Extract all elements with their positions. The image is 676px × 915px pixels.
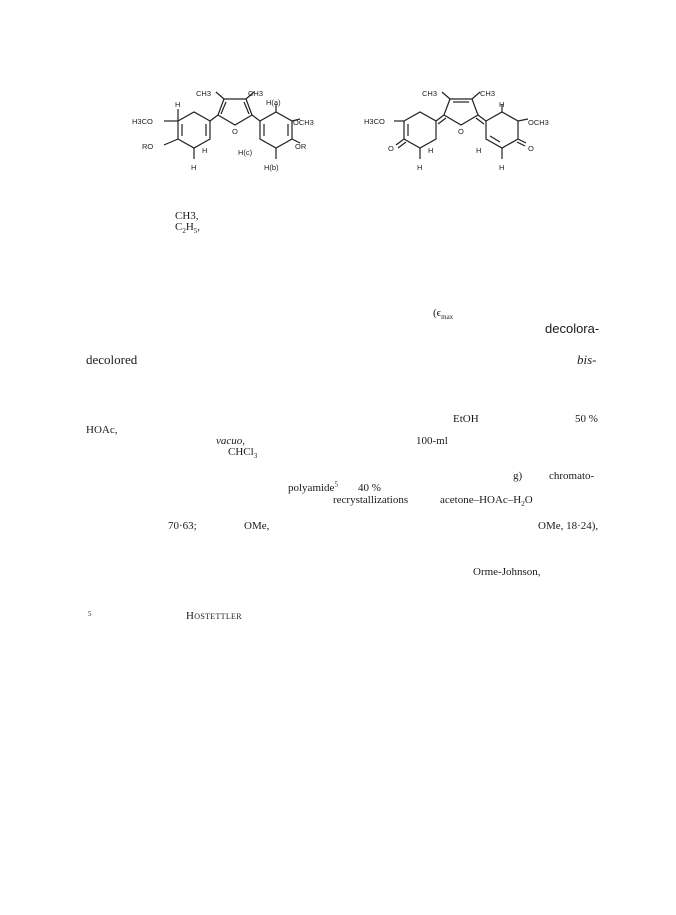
- hoac-fragment: HOAc,: [86, 424, 118, 436]
- furan-ring: [443, 98, 479, 126]
- vacuo-fragment: vacuo,: [216, 435, 246, 447]
- exocyclic-bond: [435, 114, 445, 122]
- carbonyl-bond: [395, 138, 405, 146]
- label-o: O: [528, 144, 534, 153]
- solvent-fragment: acetone–HOAc–H2O: [440, 494, 533, 509]
- carbonyl-bond: [397, 141, 407, 149]
- label-och3: OCH3: [528, 118, 549, 127]
- label-o: O: [232, 127, 238, 136]
- label-h: H: [499, 163, 504, 172]
- label-h-c: H(c): [238, 148, 253, 157]
- footnote-author: Hostettler: [186, 610, 242, 622]
- furan-ring: [217, 98, 253, 126]
- exocyclic-bond: [437, 117, 447, 125]
- label-h: H: [175, 100, 180, 109]
- methyl-bond: [245, 91, 255, 100]
- label-h: H: [417, 163, 422, 172]
- orme-johnson-fragment: Orme-Johnson,: [473, 566, 541, 578]
- fifty-percent-fragment: 50 %: [575, 413, 598, 425]
- ome-fragment: OMe,: [244, 520, 270, 532]
- label-h: H: [499, 100, 504, 109]
- decolora-fragment: decolora-: [545, 321, 600, 336]
- left-ring-ro-bond: [163, 138, 179, 146]
- right-quinone-ring: [485, 111, 519, 149]
- epsilon-max-fragment: (ϵmax: [433, 307, 454, 322]
- grams-fragment: g): [513, 470, 523, 482]
- right-benzene-ring: [259, 111, 293, 149]
- right-ring-och3-bond: [291, 118, 301, 122]
- polyamide-fragment: polyamide5: [288, 480, 338, 494]
- quinone-double-bond: [489, 135, 501, 143]
- exocyclic-bond: [477, 114, 487, 122]
- label-ch3: CH3: [480, 89, 495, 98]
- label-h: H: [428, 146, 433, 155]
- label-ch3: CH3: [422, 89, 437, 98]
- recrystallizations-fragment: recrystallizations: [333, 494, 409, 506]
- methyl-bond: [471, 91, 481, 100]
- label-h: H: [476, 146, 481, 155]
- carbonyl-bond: [517, 138, 527, 144]
- footnote-number: 5: [88, 610, 92, 618]
- etoh-fragment: EtOH: [453, 413, 479, 425]
- carbonyl-bond: [516, 141, 526, 147]
- left-quinone-ring: [403, 111, 437, 149]
- r-substituent-ethyl: C2H5,: [175, 221, 201, 236]
- label-ro: RO: [142, 142, 153, 151]
- furan-double-bond: [243, 101, 250, 115]
- left-benzene-ring: [177, 111, 211, 149]
- ome-value-fragment: OMe, 18·24),: [538, 520, 599, 532]
- label-ch3: CH3: [248, 89, 263, 98]
- label-ch3: CH3: [196, 89, 211, 98]
- chcl3-fragment: CHCl3: [228, 446, 258, 461]
- chromato-fragment: chromato-: [549, 470, 595, 482]
- label-h-a: H(a): [266, 98, 281, 107]
- methyl-bond: [215, 91, 225, 100]
- left-structure-diagram: CH3 CH3 H3CO RO H H H O H(a) OCH3 OR H(c…: [132, 89, 314, 172]
- label-h: H: [202, 146, 207, 155]
- r-substituent-methyl: CH3,: [175, 210, 199, 222]
- value-fragment: 70·63;: [168, 520, 197, 532]
- furan-double-bond: [220, 101, 227, 115]
- link-bond: [209, 114, 219, 122]
- hundred-ml-fragment: 100-ml: [416, 435, 448, 447]
- bis-fragment: bis-: [577, 352, 597, 367]
- label-och3: OCH3: [293, 118, 314, 127]
- decolored-fragment: decolored: [86, 352, 138, 367]
- link-bond: [251, 114, 261, 122]
- forty-percent-fragment: 40 %: [358, 482, 381, 494]
- exocyclic-bond: [475, 117, 485, 125]
- label-o: O: [458, 127, 464, 136]
- right-ring-or-bond: [291, 138, 301, 144]
- right-structure-diagram: CH3 CH3 H3CO O O H H H OCH3 O H H: [364, 89, 549, 172]
- label-h3co: H3CO: [132, 117, 153, 126]
- quinone-och3-bond: [517, 118, 529, 122]
- label-h: H: [191, 163, 196, 172]
- label-o: O: [388, 144, 394, 153]
- label-h-b: H(b): [264, 163, 279, 172]
- label-or: OR: [295, 142, 307, 151]
- label-h3co: H3CO: [364, 117, 385, 126]
- methyl-bond: [441, 91, 451, 100]
